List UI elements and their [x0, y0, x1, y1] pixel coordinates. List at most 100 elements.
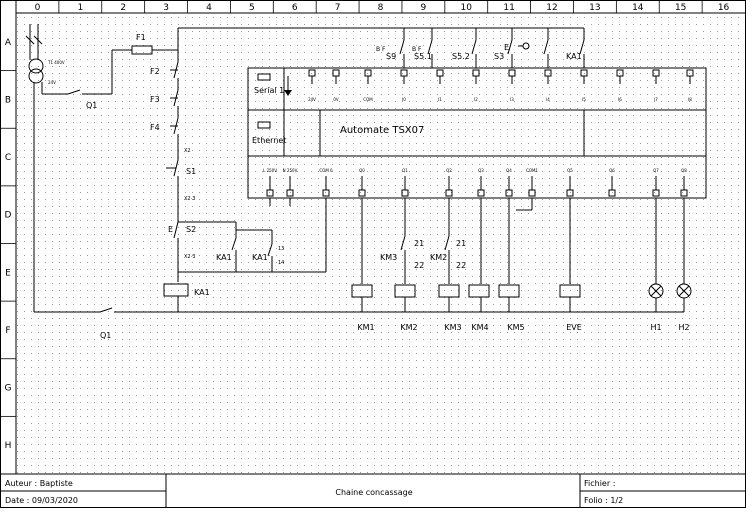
plc-output-terminal-label: Q2: [446, 168, 452, 173]
s3-e-label: E: [504, 43, 509, 52]
column-label: 16: [718, 3, 730, 13]
interlock-22a-label: 22: [414, 261, 424, 270]
plc-ethernet-port-label: Ethernet: [252, 136, 286, 145]
column-label: 8: [378, 3, 384, 13]
drawing-area: [16, 13, 745, 474]
ground-icon: [284, 90, 292, 96]
column-label: 3: [163, 3, 169, 13]
column-label: 2: [120, 3, 126, 13]
contact-ka1-b-label: KA1: [252, 253, 268, 262]
plc-output-terminal: [608, 189, 616, 197]
interlock-km2-label: KM2: [430, 253, 447, 262]
s2-e-label: E: [168, 225, 173, 234]
output-device-label: KM3: [444, 323, 461, 332]
plc-block: [247, 67, 707, 199]
switch-s5-2-label: S5.2: [452, 52, 470, 61]
terminal-x2-label: X2: [184, 148, 191, 154]
plc-output-terminal: [322, 189, 330, 197]
title-block: [0, 474, 746, 508]
contact-ka1-a-label: KA1: [216, 253, 232, 262]
column-label: 7: [335, 3, 341, 13]
row-label: E: [5, 268, 11, 278]
fuse-f1-label: F1: [136, 33, 146, 42]
output-device-label: KM1: [357, 323, 374, 332]
plc-output-terminal-label: Q3: [478, 168, 484, 173]
plc-input-terminal-label: COM: [363, 97, 373, 102]
column-label: 15: [675, 3, 686, 13]
contact-f3-label: F3: [150, 95, 160, 104]
plc-output-terminal-label: N 250V: [283, 168, 298, 173]
terminal-x2-3b-label: X2·3: [184, 254, 195, 260]
column-label: 14: [632, 3, 644, 13]
transformer-symbol: [28, 58, 44, 84]
plc-output-terminal-label: Q1: [402, 168, 408, 173]
terminal-13-label: 13: [278, 246, 284, 252]
plc-input-terminal-label: I7: [654, 97, 658, 102]
plc-output-terminal-label: Q4: [506, 168, 512, 173]
breaker-q1-bottom-label: Q1: [100, 331, 111, 340]
coil-ka1-label: KA1: [194, 288, 210, 297]
plc-output-terminal: [286, 189, 294, 197]
date-label: Date : 09/03/2020: [5, 496, 78, 505]
file-label: Fichier :: [584, 479, 615, 488]
output-device-label: KM4: [471, 323, 488, 332]
output-device-label: KM2: [400, 323, 417, 332]
plc-output-terminal-label: Q6: [609, 168, 615, 173]
transformer-primary-label: T1 400V: [47, 60, 65, 65]
breaker-q1-top-label: Q1: [86, 101, 97, 110]
plc-input-terminal-label: I0: [402, 97, 406, 102]
plc-output-terminal: [477, 189, 485, 197]
contact-f4-label: F4: [150, 123, 160, 132]
plc-output-terminal-label: Q5: [567, 168, 573, 173]
plc-input-terminal-label: I8: [688, 97, 692, 102]
plc-output-terminal-label: COM 0: [319, 168, 333, 173]
plc-output-terminal: [358, 189, 366, 197]
pushbutton-s1-label: S1: [186, 167, 196, 176]
plc-output-terminal: [652, 189, 660, 197]
switch-s5-1-label: S5.1: [414, 52, 432, 61]
folio-label: Folio : 1/2: [584, 496, 623, 505]
interlock-21a-label: 21: [414, 239, 424, 248]
row-label: C: [5, 153, 11, 163]
output-device-label: KM5: [507, 323, 524, 332]
plc-serial-port-label: Serial 1: [254, 86, 284, 95]
row-label: B: [5, 95, 11, 105]
plc-output-terminal-label: L 250V: [263, 168, 277, 173]
switch-s3-label: S3: [494, 52, 504, 61]
plc-input-terminal-label: I6: [618, 97, 622, 102]
column-label: 11: [503, 3, 514, 13]
plc-input-terminal-label: I2: [474, 97, 478, 102]
plc-input-terminal-label: I3: [510, 97, 514, 102]
limit-switch-roller-icon: [518, 42, 530, 50]
plc-output-terminal-label: Q8: [681, 168, 687, 173]
column-label: 6: [292, 3, 298, 13]
plc-output-terminal: [401, 189, 409, 197]
s9-bf-label: B F: [376, 46, 386, 53]
column-label: 10: [461, 3, 473, 13]
plc-input-terminal-label: I4: [546, 97, 550, 102]
column-label: 0: [35, 3, 41, 13]
plc-output-terminal: [566, 189, 574, 197]
plc-output-terminal: [680, 189, 688, 197]
column-label: 1: [77, 3, 83, 13]
terminal-x2-3-label: X2·3: [184, 196, 195, 202]
column-label: 4: [206, 3, 212, 13]
plc-output-terminal: [445, 189, 453, 197]
row-label: G: [5, 384, 12, 394]
row-label: F: [5, 326, 10, 336]
column-label: 5: [249, 3, 255, 13]
wiring: [25, 24, 692, 313]
column-label: 12: [546, 3, 557, 13]
plc-output-terminal: [505, 189, 513, 197]
plc-input-terminal-label: 24V: [308, 97, 316, 102]
plc-title: Automate TSX07: [340, 125, 424, 136]
drawing-title: Chaine concassage: [335, 488, 412, 497]
author-label: Auteur : Baptiste: [5, 479, 73, 488]
contact-f2-label: F2: [150, 67, 160, 76]
column-label: 9: [421, 3, 427, 13]
plc-output-terminal: [528, 189, 536, 197]
